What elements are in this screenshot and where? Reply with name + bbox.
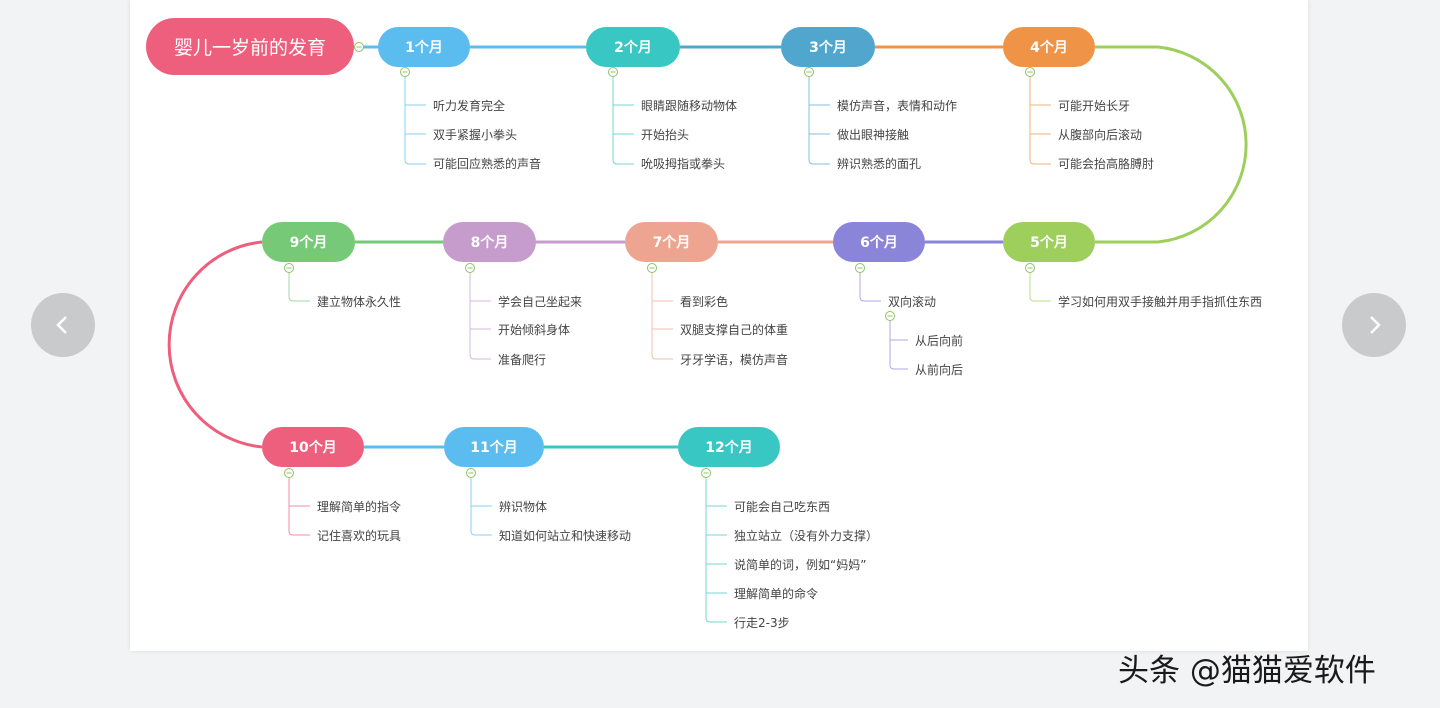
milestone-item[interactable]: 吮吸拇指或拳头 (641, 157, 726, 171)
month-node-1[interactable]: 1个月 (378, 27, 470, 67)
milestone-item[interactable]: 准备爬行 (498, 353, 547, 367)
next-button[interactable] (1342, 293, 1406, 357)
milestone-item[interactable]: 从腹部向后滚动 (1058, 128, 1143, 142)
milestone-item[interactable]: 听力发育完全 (433, 99, 506, 113)
chevron-left-icon (56, 316, 67, 334)
milestone-item[interactable]: 可能会自己吃东西 (734, 500, 831, 514)
milestone-item[interactable]: 牙牙学语，模仿声音 (680, 353, 789, 367)
milestone-item[interactable]: 说简单的词，例如“妈妈” (734, 558, 867, 572)
month-node-7[interactable]: 7个月 (625, 222, 718, 262)
milestone-item[interactable]: 双手紧握小拳头 (433, 128, 518, 142)
milestone-item[interactable]: 看到彩色 (680, 295, 729, 309)
milestone-item[interactable]: 可能开始长牙 (1058, 99, 1131, 113)
milestone-item[interactable]: 开始倾斜身体 (498, 323, 571, 337)
chevron-right-icon (1370, 316, 1381, 334)
milestone-item[interactable]: 学会自己坐起来 (498, 295, 583, 309)
milestone-item[interactable]: 行走2-3步 (734, 616, 790, 630)
milestone-subitem[interactable]: 从后向前 (915, 334, 964, 348)
milestone-item[interactable]: 可能会抬高胳膊肘 (1058, 157, 1155, 171)
milestone-item[interactable]: 辨识熟悉的面孔 (837, 157, 922, 171)
month-node-4[interactable]: 4个月 (1003, 27, 1095, 67)
month-node-12[interactable]: 12个月 (678, 427, 780, 467)
month-node-11[interactable]: 11个月 (444, 427, 544, 467)
milestone-item[interactable]: 独立站立（没有外力支撑） (734, 529, 879, 543)
milestone-item[interactable]: 模仿声音，表情和动作 (837, 99, 958, 113)
root-topic[interactable]: 婴儿一岁前的发育 (146, 18, 354, 75)
milestone-subitem[interactable]: 从前向后 (915, 363, 964, 377)
mindmap-canvas (130, 0, 1308, 651)
milestone-item[interactable]: 双向滚动 (888, 295, 937, 309)
milestone-item[interactable]: 学习如何用双手接触并用手指抓住东西 (1058, 295, 1263, 309)
month-node-10[interactable]: 10个月 (262, 427, 364, 467)
month-node-9[interactable]: 9个月 (262, 222, 355, 262)
milestone-item[interactable]: 记住喜欢的玩具 (317, 529, 402, 543)
month-node-8[interactable]: 8个月 (443, 222, 536, 262)
milestone-item[interactable]: 知道如何站立和快速移动 (499, 529, 632, 543)
month-node-5[interactable]: 5个月 (1003, 222, 1095, 262)
milestone-item[interactable]: 理解简单的命令 (734, 587, 819, 601)
month-node-6[interactable]: 6个月 (833, 222, 925, 262)
month-node-3[interactable]: 3个月 (781, 27, 875, 67)
milestone-item[interactable]: 开始抬头 (641, 128, 690, 142)
prev-button[interactable] (31, 293, 95, 357)
milestone-item[interactable]: 建立物体永久性 (317, 295, 402, 309)
month-node-2[interactable]: 2个月 (586, 27, 680, 67)
milestone-item[interactable]: 辨识物体 (499, 500, 548, 514)
milestone-item[interactable]: 可能回应熟悉的声音 (433, 157, 542, 171)
milestone-item[interactable]: 做出眼神接触 (837, 128, 910, 142)
milestone-item[interactable]: 双腿支撑自己的体重 (680, 323, 789, 337)
milestone-item[interactable]: 眼睛跟随移动物体 (641, 99, 738, 113)
milestone-item[interactable]: 理解简单的指令 (317, 500, 402, 514)
watermark: 头条 @猫猫爱软件 (1118, 653, 1376, 689)
